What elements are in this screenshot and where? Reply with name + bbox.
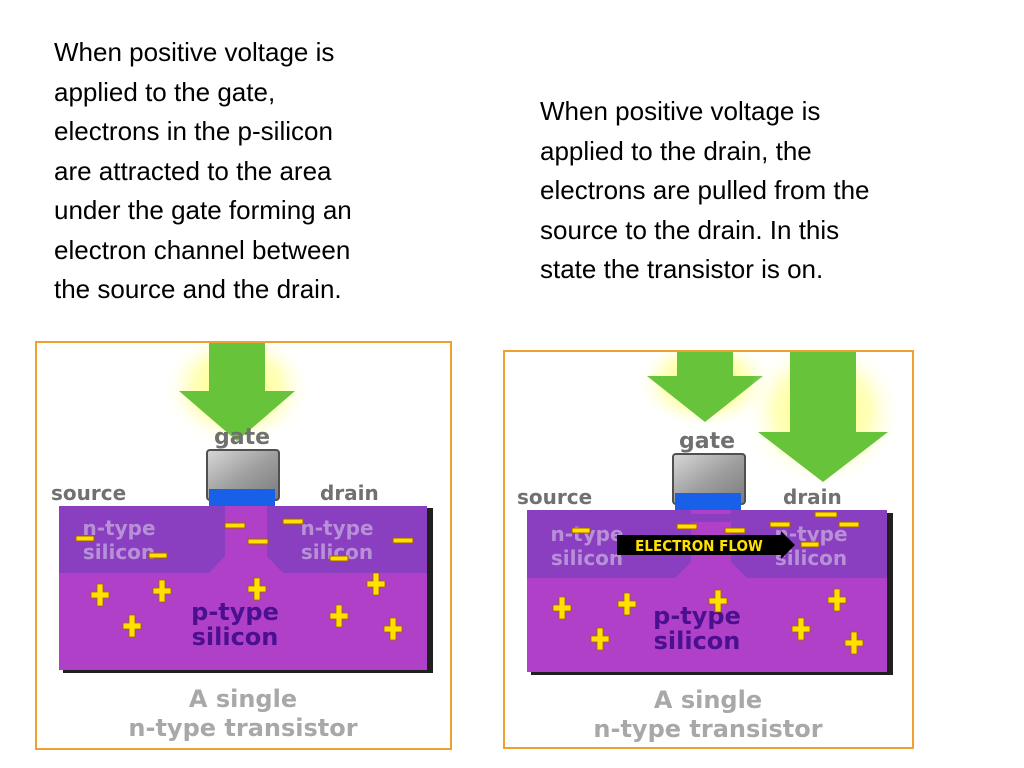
hole-charges (552, 588, 864, 655)
gate-label: gate (214, 425, 270, 450)
electron-flow-arrow (617, 531, 795, 559)
caption-line-1: A single (654, 686, 762, 714)
gate-label: gate (679, 429, 735, 454)
drain-label: drain (320, 481, 379, 505)
n-type-drain-region (267, 506, 427, 573)
left-description: When positive voltage is applied to the … (54, 37, 352, 304)
electron-flow-label: ELECTRON FLOW (635, 537, 763, 555)
gate-voltage-arrow (635, 352, 775, 430)
source-label: source (51, 481, 126, 505)
left-transistor-panel: gate source drain n-type silicon n-type … (35, 341, 452, 750)
caption-line-2: n-type transistor (128, 714, 357, 742)
electron-channel (605, 514, 875, 522)
hole-charges (90, 572, 403, 641)
left-transistor-diagram: gate source drain n-type silicon n-type … (51, 343, 433, 742)
drain-voltage-arrow (743, 352, 903, 487)
caption-line-1: A single (189, 685, 297, 713)
p-silicon-label: silicon (654, 627, 741, 655)
source-n-type-label: n-type (82, 516, 155, 540)
right-transistor-panel: gate source drain n-type silicon n-type … (503, 350, 914, 749)
source-label: source (517, 485, 592, 509)
drain-label: drain (783, 485, 842, 509)
right-description: When positive voltage is applied to the … (540, 96, 870, 284)
electron-charges (75, 518, 414, 562)
source-silicon-label: silicon (551, 546, 623, 570)
p-type-label: p-type (191, 598, 279, 626)
p-silicon-label: silicon (192, 623, 279, 651)
gate-voltage-arrow (162, 343, 312, 448)
source-silicon-label: silicon (83, 540, 155, 564)
gate-electrode (206, 449, 280, 506)
n-type-source-region (527, 510, 691, 578)
caption-line-2: n-type transistor (593, 715, 822, 743)
drain-n-type-label: n-type (300, 516, 373, 540)
electron-charges (571, 511, 860, 548)
p-type-label: p-type (653, 602, 741, 630)
right-transistor-diagram: gate source drain n-type silicon n-type … (517, 352, 903, 743)
gate-electrode (672, 453, 746, 510)
n-type-source-region (59, 506, 225, 573)
source-n-type-label: n-type (550, 522, 623, 546)
